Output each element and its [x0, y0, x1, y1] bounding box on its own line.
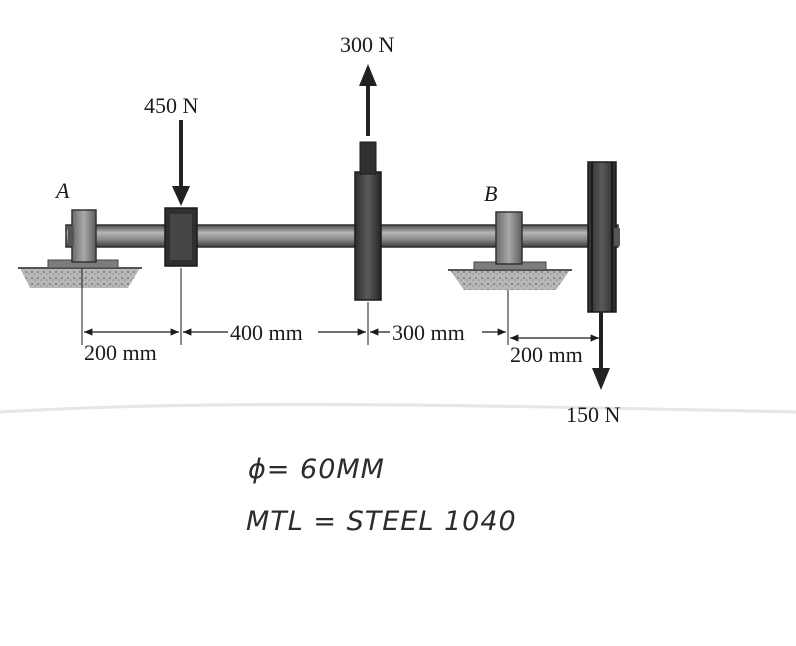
gear-middle: [354, 141, 382, 301]
ground-support-b: [448, 261, 572, 290]
bearing-a: [68, 209, 97, 263]
paper-fold-line: [0, 402, 796, 414]
force-arrow-450: [172, 120, 190, 206]
dimension-extension-lines: [81, 268, 602, 345]
load-label-300: 300 N: [340, 32, 395, 57]
shaft: [65, 224, 619, 248]
load-label-150: 150 N: [566, 402, 621, 427]
support-label-b: B: [484, 181, 497, 206]
load-label-450: 450 N: [144, 93, 199, 118]
note-material: MTL = STEEL 1040: [246, 506, 517, 537]
pulley-right: [587, 161, 620, 313]
dimension-label-200-left: 200 mm: [84, 340, 157, 365]
ground-support-a: [18, 259, 142, 288]
dimension-lines: [84, 328, 599, 342]
dimension-label-300: 300 mm: [392, 320, 465, 345]
note-diameter: ϕ= 60MM: [248, 454, 385, 485]
dimension-label-200-right: 200 mm: [510, 342, 583, 367]
dimension-label-400: 400 mm: [230, 320, 303, 345]
pulley-left: [164, 207, 198, 267]
bearing-b: [495, 211, 523, 265]
support-label-a: A: [54, 178, 70, 203]
force-arrow-300: [359, 64, 377, 136]
